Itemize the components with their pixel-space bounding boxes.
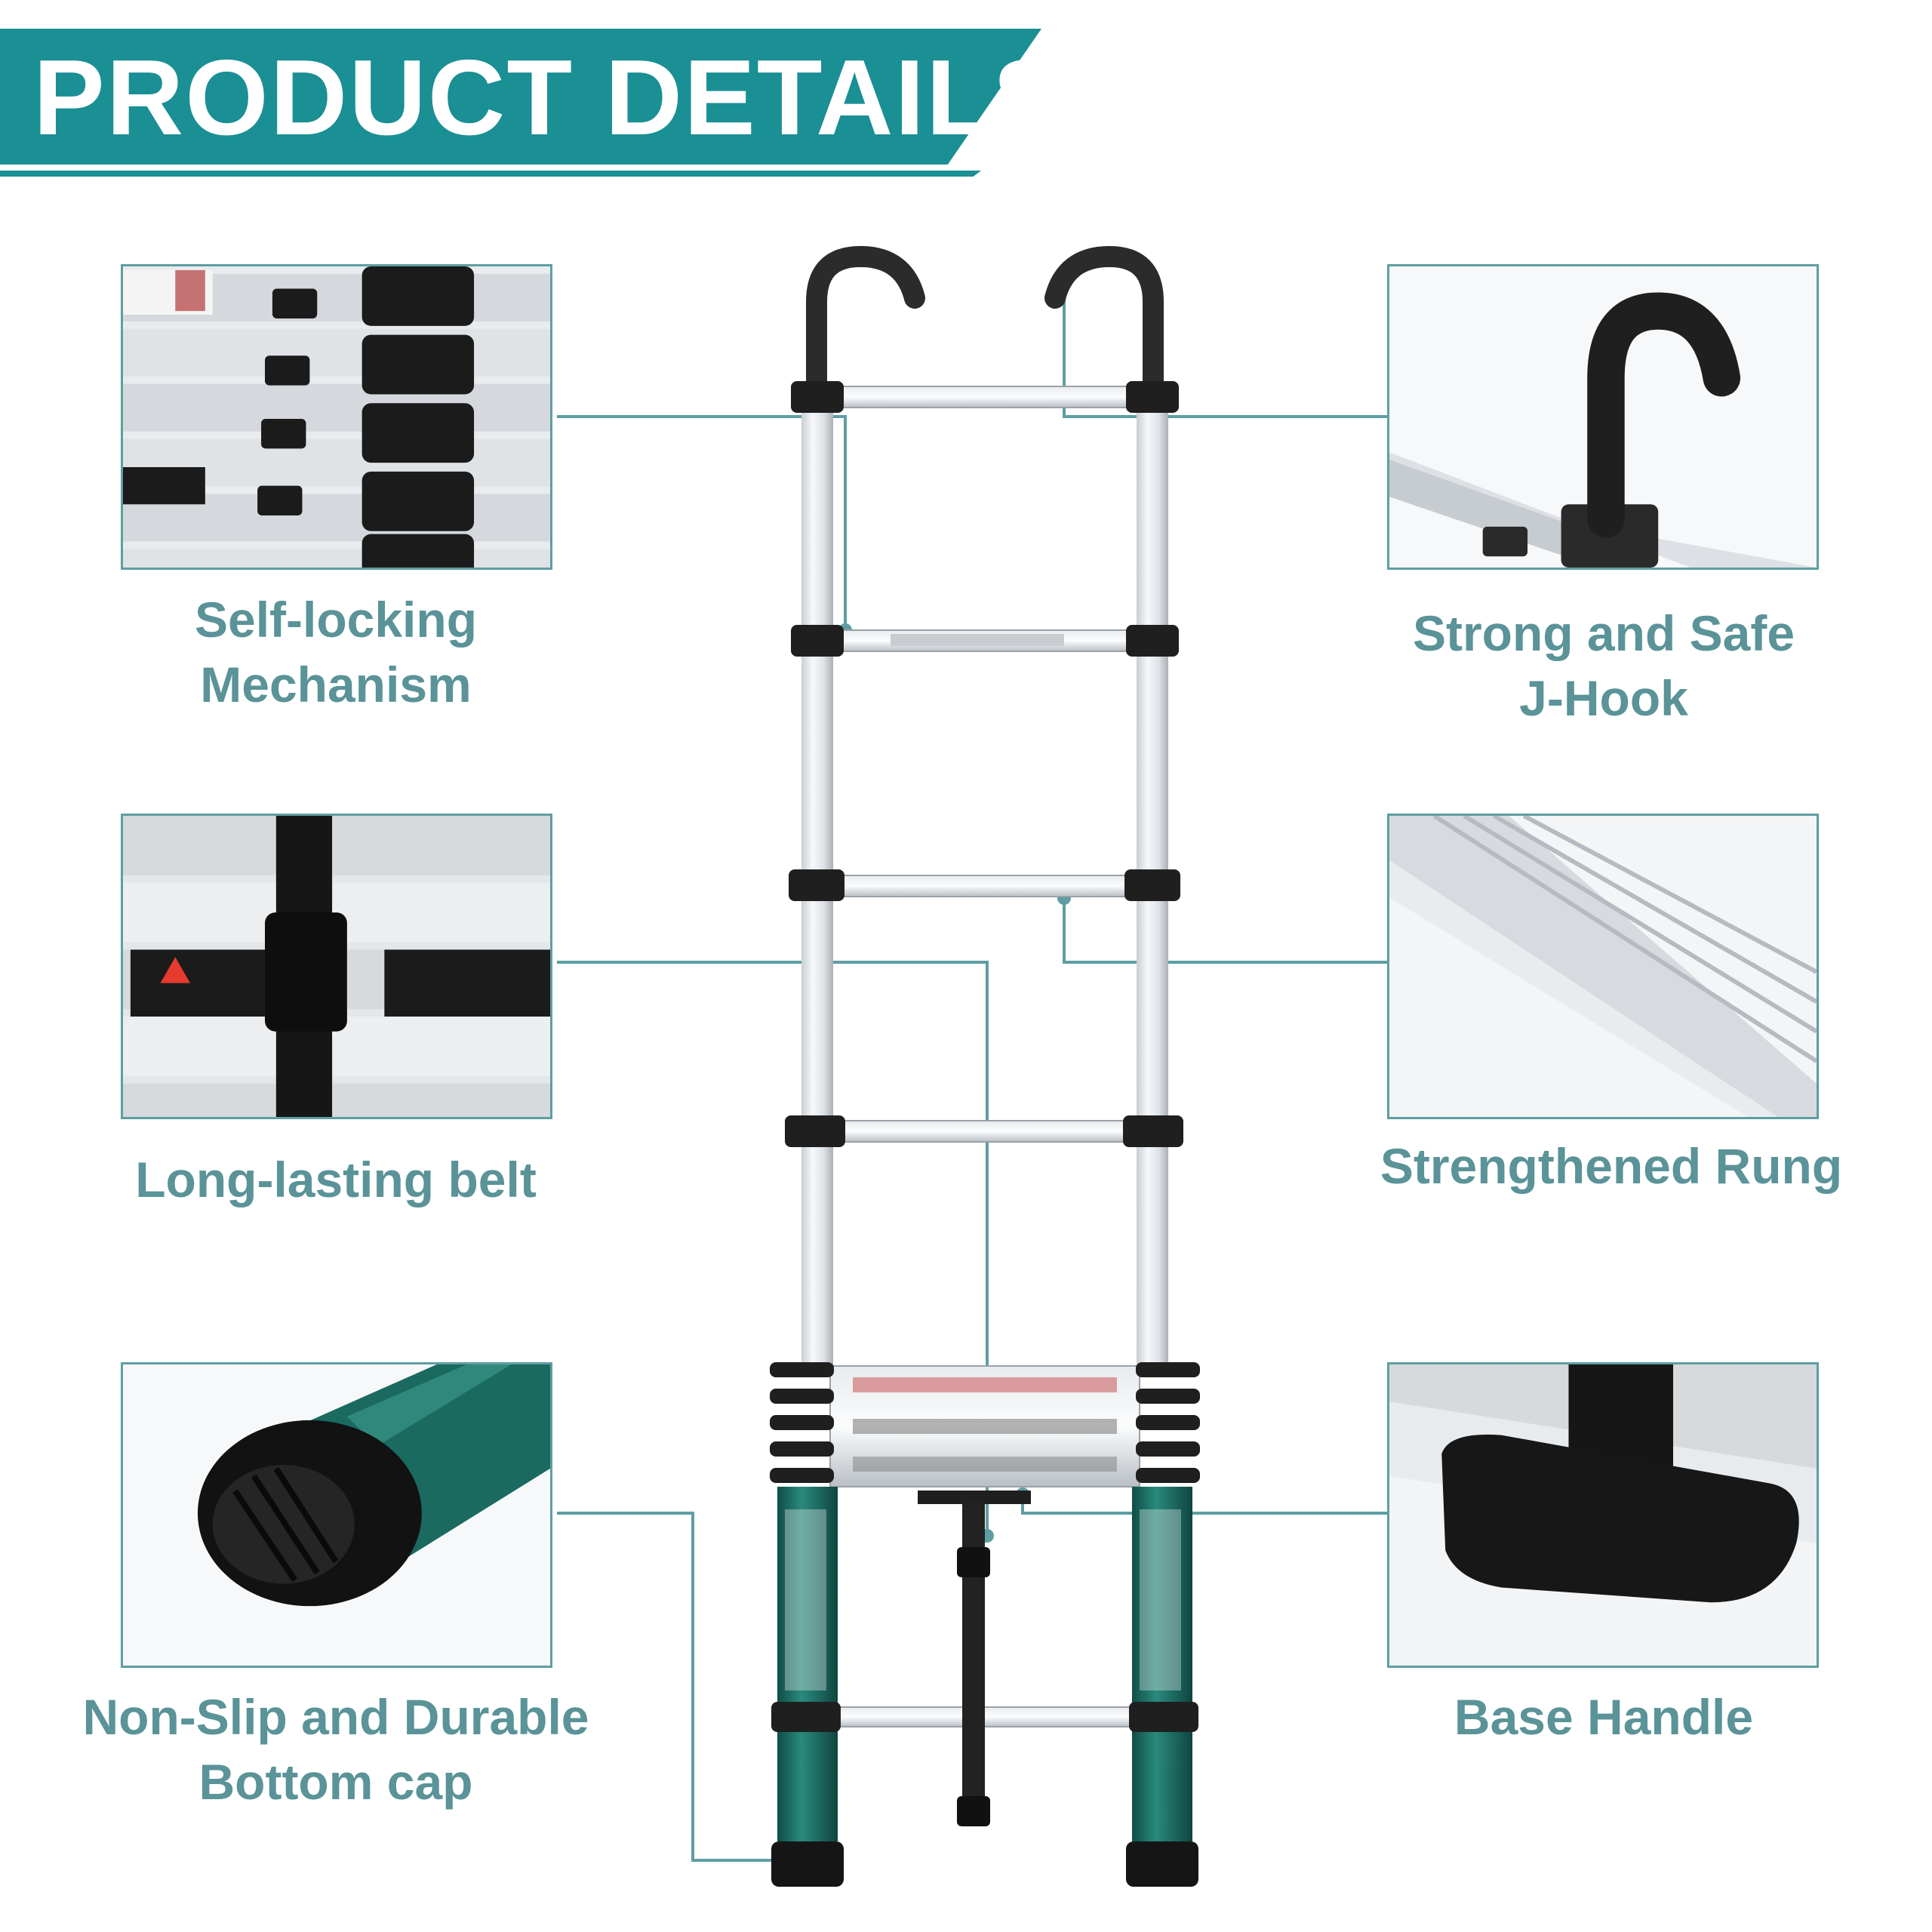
belt-label: Long-lasting belt: [135, 1152, 537, 1208]
self-locking-photo: [121, 264, 552, 570]
page-title: PRODUCT DETAILS: [33, 38, 1066, 158]
base-handle-label: Base Handle: [1454, 1689, 1754, 1745]
rung-label: Strengthened Rung: [1380, 1138, 1843, 1194]
belt-icon: [918, 1491, 1031, 1826]
j-hook-icon: [806, 245, 1164, 395]
j-hook-photo: [1387, 264, 1819, 570]
bottom-cap-photo: [121, 1362, 552, 1668]
header-banner: [0, 29, 1041, 165]
j-hook-label: Strong and Safe J-Hook: [1412, 605, 1795, 726]
self-locking-label: Self-locking Mechanism: [194, 592, 478, 712]
rung-photo: [1387, 814, 1819, 1119]
base-handle-photo: [1387, 1362, 1819, 1668]
header-underline: [0, 171, 981, 177]
rung-group: [829, 386, 1140, 1143]
belt-photo: [121, 814, 552, 1119]
bottom-cap-label: Non-Slip and Durable Bottom cap: [82, 1689, 589, 1810]
